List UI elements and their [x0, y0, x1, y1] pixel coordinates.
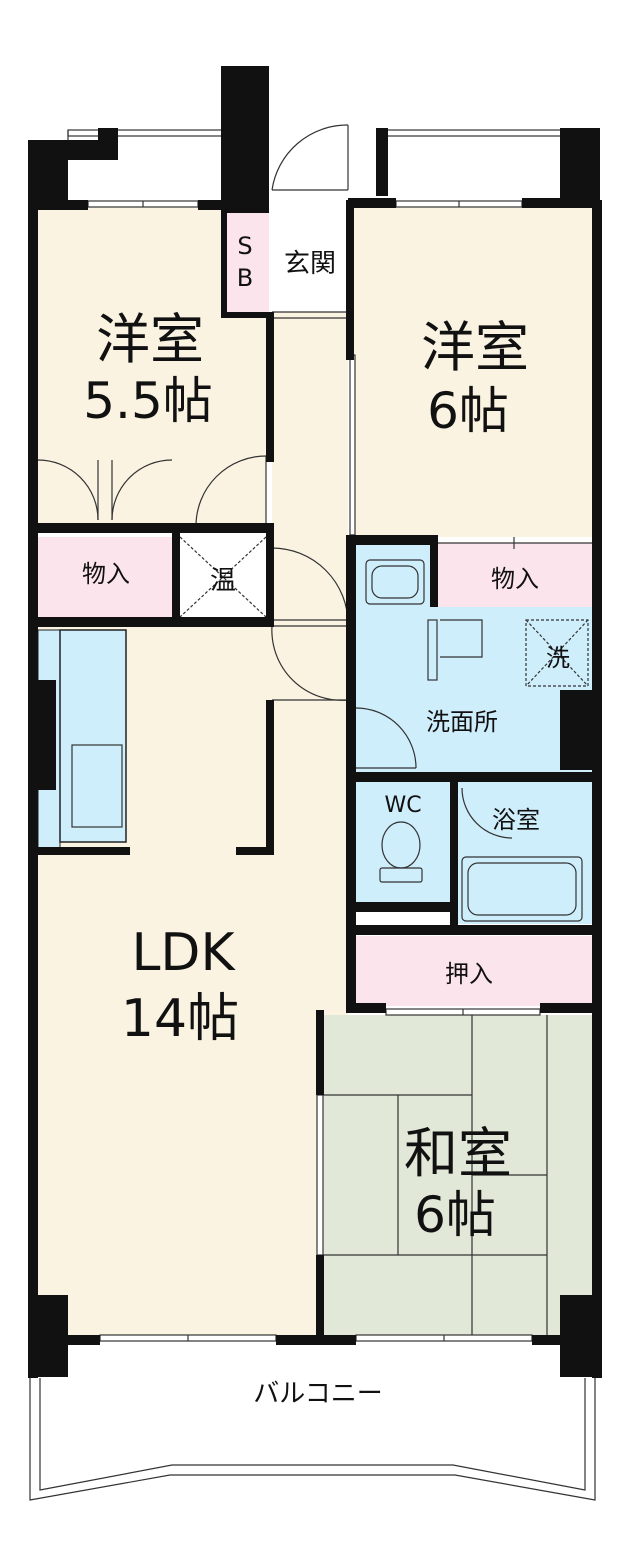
storage-right-overlay — [437, 543, 592, 607]
western-room-right-name: 洋室 — [421, 316, 529, 379]
tatami-lines — [323, 1015, 548, 1335]
shoe-box-b-label: B — [237, 264, 253, 292]
japanese-room-size: 6帖 — [414, 1186, 496, 1244]
ldk-name: LDK — [131, 923, 236, 983]
western-room-right-size: 6帖 — [427, 382, 509, 440]
bathroom-label: 浴室 — [492, 806, 540, 834]
bathroom-floor — [458, 782, 592, 924]
closet-label: 押入 — [445, 960, 493, 988]
storage-right-label: 物入 — [491, 565, 539, 593]
wc-label: WC — [384, 793, 421, 818]
storage-left-floor — [38, 537, 174, 617]
corridor-floor — [272, 312, 348, 632]
water-heater-label: 温 — [210, 566, 236, 596]
shoe-box-s-label: S — [237, 232, 252, 260]
entrance-label: 玄関 — [284, 249, 336, 279]
japanese-room-name: 和室 — [404, 1122, 512, 1185]
door-swings — [37, 124, 513, 839]
ldk-size: 14帖 — [121, 989, 239, 1049]
washer-label: 洗 — [546, 644, 570, 672]
entrance-floor — [272, 207, 348, 312]
balcony-label: バルコニー — [253, 1379, 382, 1409]
western-room-left-size: 5.5帖 — [83, 372, 213, 430]
storage-left-label: 物入 — [82, 560, 130, 588]
walls — [28, 66, 602, 1378]
shoe-box — [223, 207, 269, 312]
washroom-label: 洗面所 — [426, 708, 498, 736]
kitchen-counter — [59, 629, 127, 843]
western-room-right-floor — [354, 207, 592, 537]
wc-floor — [356, 782, 450, 904]
labels: 洋室 5.5帖 洋室 6帖 LDK 14帖 和室 6帖 玄関 S B 物入 物入… — [82, 232, 570, 1409]
western-room-left-name: 洋室 — [96, 308, 204, 371]
closet-floor — [356, 936, 592, 1006]
